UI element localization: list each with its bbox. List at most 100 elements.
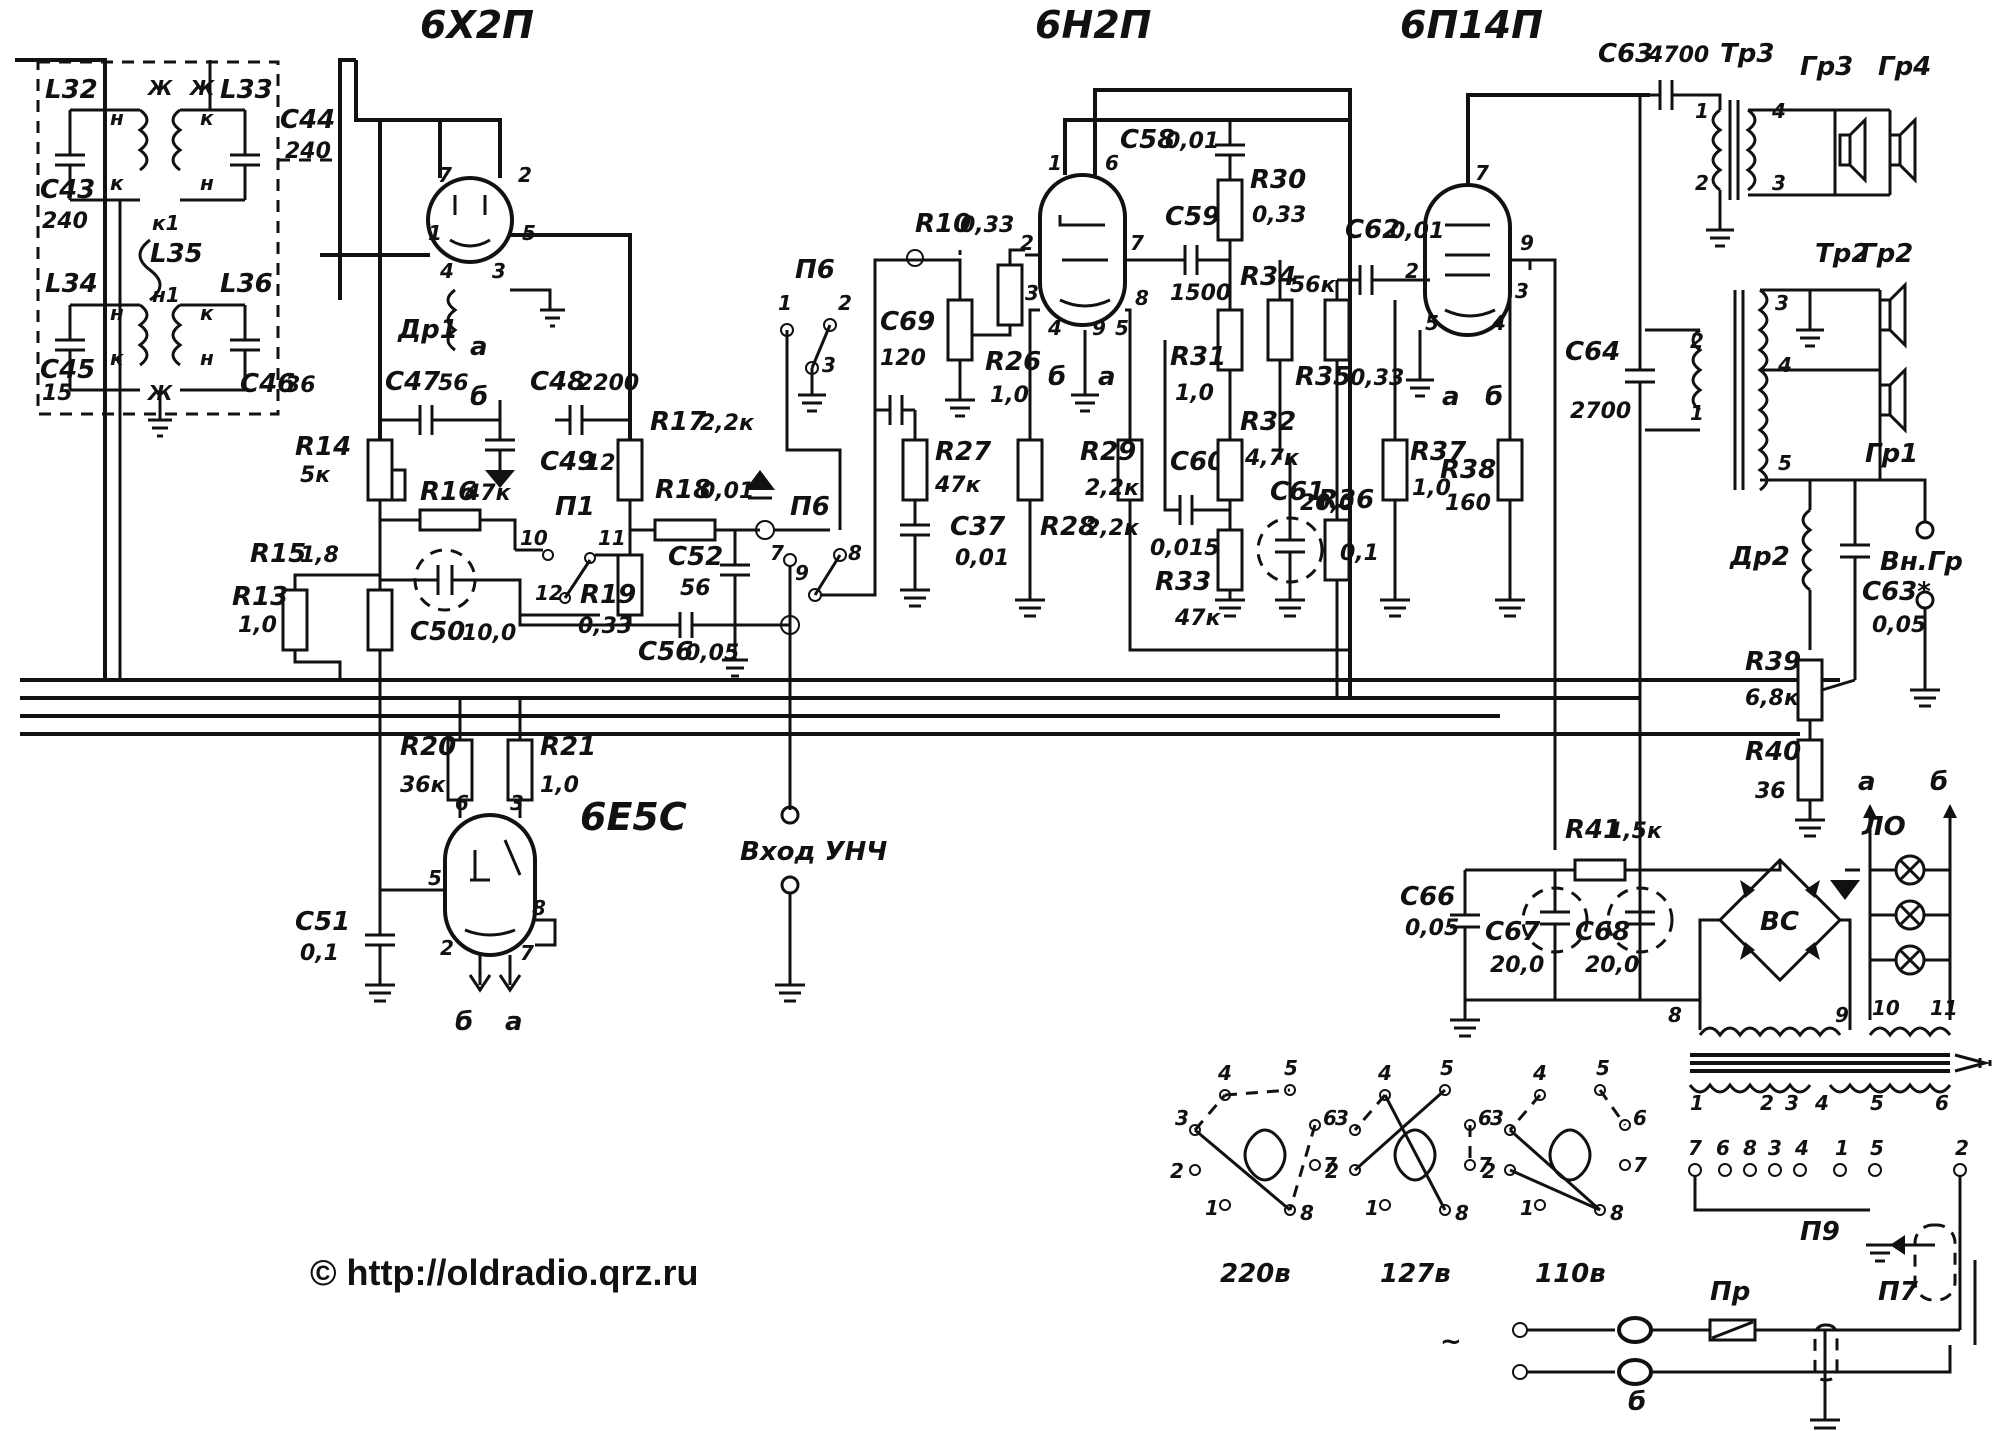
label-c46: C46 bbox=[240, 369, 295, 399]
sel127-8: 8 bbox=[1455, 1201, 1469, 1225]
resistor-r40 bbox=[1796, 738, 1824, 802]
resistor-r28 bbox=[1016, 438, 1044, 502]
label-r36: R36 bbox=[1318, 485, 1374, 515]
label-r17: R17 bbox=[650, 407, 707, 437]
n2p-pin-6: 6 bbox=[1105, 151, 1119, 175]
resistor-r14 bbox=[366, 438, 394, 502]
ind-pin-6: 6 bbox=[455, 791, 469, 815]
label-p6-upper: П6 bbox=[795, 255, 835, 285]
sel127-2: 2 bbox=[1325, 1159, 1339, 1183]
selector-127v: 4 5 3 6 2 7 1 8 127в bbox=[1325, 1056, 1492, 1289]
label-r34: R34 bbox=[1240, 262, 1296, 292]
label-l34: L34 bbox=[45, 269, 98, 299]
label-r16: R16 bbox=[420, 477, 476, 507]
sel220-1: 1 bbox=[1205, 1196, 1219, 1220]
sel220-5: 5 bbox=[1284, 1056, 1298, 1080]
tr1-pin-8: 8 bbox=[1668, 1003, 1682, 1027]
sel127-1: 1 bbox=[1365, 1196, 1379, 1220]
p6-pin-2: 2 bbox=[838, 291, 852, 315]
tube-title-6x2p: 6Х2П bbox=[420, 3, 534, 47]
value-c44: 240 bbox=[285, 139, 331, 164]
value-r37: 1,0 bbox=[1412, 476, 1451, 501]
value-c50: 10,0 bbox=[462, 621, 516, 646]
p9-pin-7: 7 bbox=[1688, 1136, 1702, 1160]
p14-pin-9: 9 bbox=[1520, 231, 1534, 255]
ind-pin-8: 8 bbox=[532, 896, 546, 920]
value-r18: 0,01 bbox=[700, 479, 754, 504]
label-c47: C47 bbox=[385, 367, 441, 397]
if-transformer-block: L32 L33 L34 L35 L36 C44 240 C43 240 C45 … bbox=[36, 60, 340, 680]
value-r15: 1,8 bbox=[300, 543, 339, 568]
sel110-8: 8 bbox=[1610, 1201, 1624, 1225]
coil-tag: н bbox=[200, 346, 214, 370]
switch-p1-network: П1 10 11 12 R18 0,01 R19 0,33 C56 0,05 C… bbox=[515, 475, 830, 678]
value-c45: 15 bbox=[42, 381, 73, 406]
label-r13: R13 bbox=[232, 582, 288, 612]
label-gr3: Гр3 bbox=[1800, 52, 1853, 82]
label-r10: R10 bbox=[915, 209, 971, 239]
label-l36: L36 bbox=[220, 269, 273, 299]
coil-tag: н bbox=[110, 301, 124, 325]
output-section: C63 4700 Тр3 Гр3 Гр4 1 2 4 3 C64 2700 Тр… bbox=[1565, 39, 1963, 1000]
value-c52: 56 bbox=[680, 576, 711, 601]
tr2-pin-2: 2 bbox=[1690, 329, 1704, 353]
coil-tag: к bbox=[200, 106, 214, 130]
tr2-pin-5: 5 bbox=[1778, 451, 1792, 475]
sel110-3: 3 bbox=[1490, 1106, 1504, 1130]
value-c47: 56 bbox=[438, 371, 469, 396]
tube-6x2p: 7 2 1 5 4 3 bbox=[320, 58, 632, 470]
label-input-unch: Вход УНЧ bbox=[740, 837, 887, 867]
tube-title-6p14p: 6П14П bbox=[1400, 3, 1543, 47]
tr1-pin-11: 11 bbox=[1930, 996, 1958, 1020]
tube-6n2p: 1 6 2 7 4 9 5 8 б а C69 120 R10 0,33 3 R… bbox=[873, 88, 1444, 700]
pin-7: 7 bbox=[438, 163, 452, 187]
pin-5: 5 bbox=[522, 221, 536, 245]
resistor-r10 bbox=[946, 298, 974, 362]
value-r29: 2,2к bbox=[1085, 476, 1140, 501]
value-c56: 0,05 bbox=[685, 641, 739, 666]
sw-pin-11: 11 bbox=[598, 526, 626, 550]
tube-6e5s: R20 36к R21 1,0 6 3 5 2 8 7 б а C51 0,1 bbox=[295, 700, 596, 1037]
label-c69: C69 bbox=[880, 307, 935, 337]
label-127v: 127в bbox=[1380, 1259, 1451, 1289]
label-c67: C67 bbox=[1485, 917, 1541, 947]
p14-tap-b: б bbox=[1485, 382, 1503, 412]
label-tr2: Тр2 bbox=[1815, 239, 1869, 269]
label-p7: П7 bbox=[1878, 1277, 1919, 1307]
value-r36: 0,1 bbox=[1340, 541, 1379, 566]
coil-tag: н bbox=[200, 171, 214, 195]
tr1-pin-10: 10 bbox=[1872, 996, 1900, 1020]
tap-b: б bbox=[470, 382, 488, 412]
mains-tap-b: б bbox=[1628, 1387, 1646, 1417]
tube-6p14p: 7 9 2 3 5 4 а б R37 1,0 R38 160 bbox=[1380, 93, 1650, 850]
label-vn-gr: Вн.Гр bbox=[1880, 547, 1963, 577]
resistor-r38 bbox=[1496, 438, 1524, 502]
label-c62: C62 bbox=[1345, 215, 1400, 245]
label-c63-star: C63* bbox=[1862, 577, 1931, 607]
label-gr4: Гр4 bbox=[1878, 52, 1931, 82]
label-p1: П1 bbox=[555, 492, 595, 522]
ind-tap-a: а bbox=[505, 1007, 523, 1037]
p14-pin-7: 7 bbox=[1475, 161, 1489, 185]
ind-pin-7: 7 bbox=[520, 941, 534, 965]
value-r13: 1,0 bbox=[238, 613, 277, 638]
value-c64: 2700 bbox=[1570, 399, 1631, 424]
pin-2: 2 bbox=[518, 163, 532, 187]
sel110-5: 5 bbox=[1596, 1056, 1610, 1080]
p9-pin-5: 5 bbox=[1870, 1136, 1884, 1160]
coil-tag: к bbox=[110, 171, 124, 195]
p14-tap-a: а bbox=[1442, 382, 1460, 412]
label-r28: R28 bbox=[1040, 512, 1096, 542]
p14-pin-4: 4 bbox=[1491, 311, 1506, 335]
sel220-4: 4 bbox=[1217, 1061, 1232, 1085]
sel110-7: 7 bbox=[1633, 1153, 1647, 1177]
label-c58: C58 bbox=[1120, 125, 1175, 155]
label-c44: C44 bbox=[280, 105, 335, 135]
coil-tag: к bbox=[200, 301, 214, 325]
pilot-lamps bbox=[1870, 854, 1950, 976]
resistor-r19 bbox=[616, 553, 644, 617]
p6-pin-3: 3 bbox=[822, 353, 836, 377]
power-supply: R41 1,5к C66 0,05 C67 20,0 C68 20,0 ВС 8… bbox=[1400, 767, 1992, 1430]
label-c45: C45 bbox=[40, 355, 95, 385]
